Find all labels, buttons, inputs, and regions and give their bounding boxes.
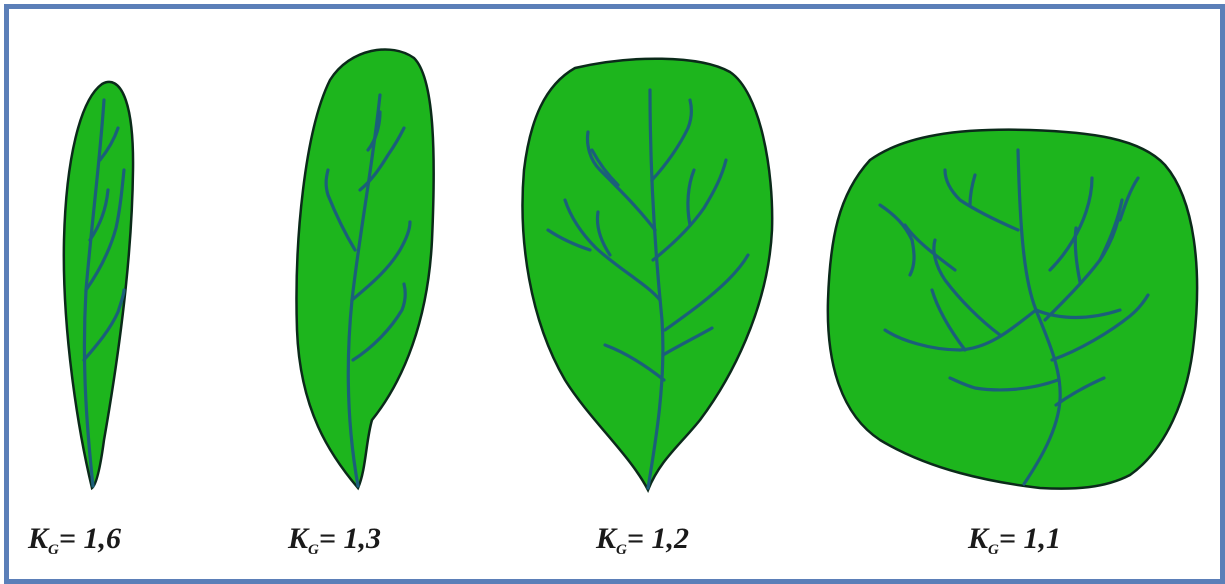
- leaf-1-blade: [64, 82, 133, 488]
- leaf-3-label-main: K: [595, 522, 618, 555]
- leaf-4-label-main: K: [967, 522, 990, 555]
- leaf-3: [523, 59, 773, 490]
- leaf-1-label-value: = 1,6: [59, 522, 121, 555]
- leaf-1: [64, 82, 133, 488]
- leaf-4-label: KG= 1,1: [967, 522, 1061, 558]
- leaf-4-blade: [828, 130, 1197, 489]
- leaf-2-blade: [297, 49, 434, 488]
- leaf-3-label: KG= 1,2: [595, 522, 689, 558]
- leaf-1-label-main: K: [27, 522, 50, 555]
- leaf-2-label-main: K: [287, 522, 310, 555]
- leaf-4-label-value: = 1,1: [999, 522, 1061, 555]
- leaf-3-label-sub: G: [616, 542, 627, 558]
- leaf-2-label-sub: G: [308, 542, 319, 558]
- leaf-4: [828, 130, 1197, 489]
- leaf-4-label-sub: G: [988, 542, 999, 558]
- leaf-2-label-value: = 1,3: [319, 522, 381, 555]
- leaf-2: [297, 49, 434, 488]
- leaf-3-label-value: = 1,2: [627, 522, 689, 555]
- leaf-1-label: KG= 1,6: [27, 522, 121, 558]
- leaf-2-label: KG= 1,3: [287, 522, 381, 558]
- leaf-1-label-sub: G: [48, 542, 59, 558]
